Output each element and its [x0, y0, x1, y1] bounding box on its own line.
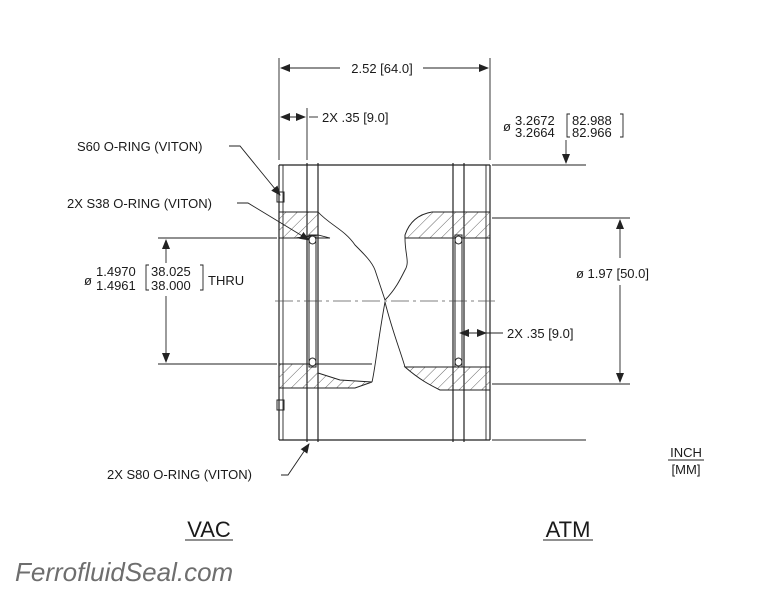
od-max-in: 3.2672	[515, 113, 555, 128]
brand-watermark: FerrofluidSeal.com	[15, 557, 234, 587]
bore-suffix: THRU	[208, 273, 244, 288]
bore-max-in: 1.4970	[96, 264, 136, 279]
bore-min-mm: 38.000	[151, 278, 191, 293]
bore-min-in: 1.4961	[96, 278, 136, 293]
shaft-diameter-dimension: ø 1.97 [50.0]	[492, 217, 649, 385]
groove-spacing-right-label: 2X .35 [9.0]	[507, 326, 574, 341]
units-legend: INCH [MM]	[668, 445, 704, 477]
o-ring-s38-right	[454, 234, 463, 368]
od-max-mm: 82.988	[572, 113, 612, 128]
vac-label: VAC	[187, 517, 231, 542]
od-min-in: 3.2664	[515, 125, 555, 140]
shaft-diameter-label: ø 1.97 [50.0]	[576, 266, 649, 281]
overall-length-label: 2.52 [64.0]	[351, 61, 412, 76]
units-primary: INCH	[670, 445, 702, 460]
bore-dimension: ø 1.4970 1.4961 38.025 38.000 THRU	[84, 237, 277, 365]
od-min-mm: 82.966	[572, 125, 612, 140]
groove-spacing-top-label: 2X .35 [9.0]	[322, 110, 389, 125]
callout-s80: 2X S80 O-RING (VITON)	[107, 443, 310, 482]
outer-diameter-dimension: ø 3.2672 3.2664 82.988 82.966	[492, 113, 624, 441]
callout-s38-label: 2X S38 O-RING (VITON)	[67, 196, 212, 211]
side-label-atm: ATM	[543, 517, 593, 542]
side-label-vac: VAC	[185, 517, 233, 542]
od-grooves	[306, 163, 465, 442]
callout-s60: S60 O-RING (VITON)	[77, 139, 281, 196]
groove-spacing-top-dimension: 2X .35 [9.0]	[280, 108, 389, 160]
atm-label: ATM	[546, 517, 591, 542]
callout-s80-label: 2X S80 O-RING (VITON)	[107, 467, 252, 482]
callout-s60-label: S60 O-RING (VITON)	[77, 139, 202, 154]
housing-body	[278, 164, 491, 441]
bore-symbol: ø	[84, 273, 92, 288]
bore-max-mm: 38.025	[151, 264, 191, 279]
overall-length-dimension: 2.52 [64.0]	[278, 58, 491, 160]
callout-s38: 2X S38 O-RING (VITON)	[67, 196, 310, 241]
section-cutaway	[278, 211, 491, 391]
od-symbol: ø	[503, 119, 511, 134]
groove-spacing-right-dimension: 2X .35 [9.0]	[459, 326, 574, 341]
units-secondary: [MM]	[672, 462, 701, 477]
o-ring-s60-bottom	[276, 399, 285, 411]
o-ring-s38-left	[308, 234, 317, 368]
